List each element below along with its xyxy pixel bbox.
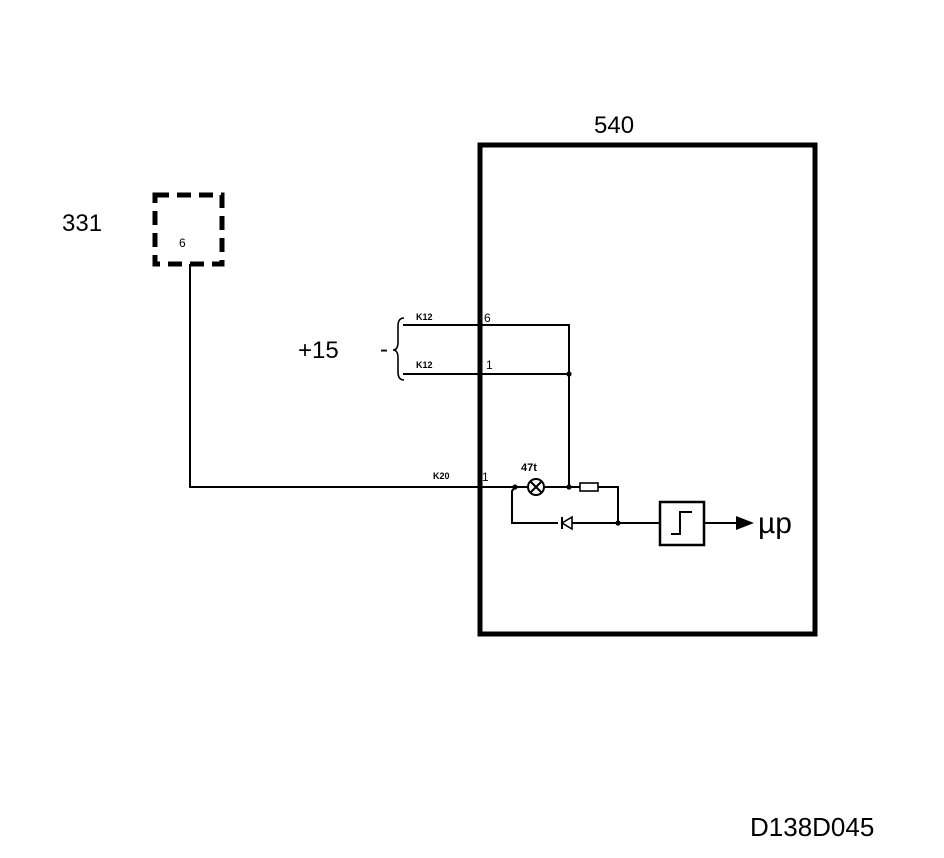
- module-540-label: 540: [594, 112, 634, 139]
- output-arrow-icon: [736, 516, 754, 530]
- resistor-right-wire: [598, 486, 619, 523]
- k12-upper-connector-label: K12: [416, 312, 433, 322]
- k12-pin6-wire: [403, 324, 570, 375]
- schmitt-trigger-box: [658, 500, 706, 547]
- supply-minus-sign: -: [380, 336, 388, 363]
- k12-lower-pin-label: 1: [486, 358, 493, 372]
- junction-dot-lamp: [566, 484, 572, 490]
- diode-icon: [560, 515, 573, 531]
- module-331-box: [152, 192, 225, 267]
- k12-upper-pin-label: 6: [484, 311, 491, 325]
- supply-brace: [392, 317, 405, 381]
- schmitt-trigger-icon: [671, 511, 692, 535]
- module-331-pin: 6: [179, 236, 186, 250]
- signal-wire: [189, 264, 515, 488]
- drawing-id: D138D045: [750, 812, 874, 842]
- junction-dot-diode: [615, 520, 621, 526]
- output-label: µp: [758, 507, 792, 540]
- diode-loop-left-wire: [511, 486, 558, 524]
- resistor-icon: [579, 482, 599, 492]
- k20-pin-label: 1: [482, 470, 489, 484]
- module-540-box: [477, 142, 818, 637]
- k20-connector-label: K20: [433, 471, 450, 481]
- k12-lower-connector-label: K12: [416, 360, 433, 370]
- supply-label: +15: [298, 337, 339, 364]
- module-331-label: 331: [62, 210, 102, 237]
- lamp-icon: [527, 478, 545, 496]
- lamp-label: 47t: [521, 462, 537, 474]
